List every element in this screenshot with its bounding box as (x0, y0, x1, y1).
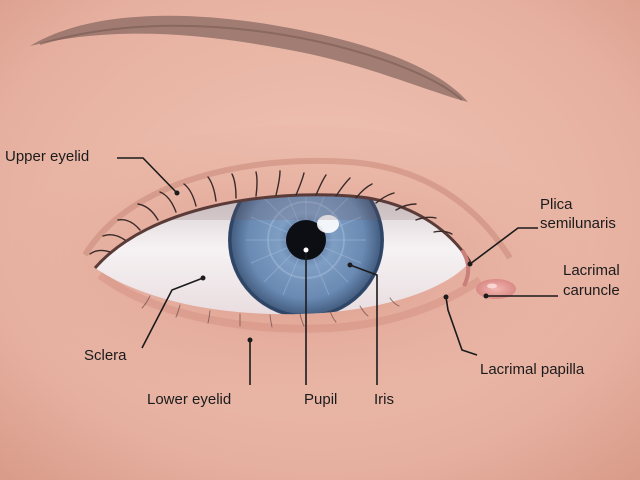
label-iris: Iris (374, 391, 394, 408)
label-sclera: Sclera (84, 347, 127, 364)
label-lower-eyelid: Lower eyelid (147, 391, 232, 408)
leader-lines (117, 157, 558, 385)
label-plica-semilunaris-line2: semilunaris (540, 215, 616, 232)
label-pupil: Pupil (304, 391, 338, 408)
label-plica-semilunaris-line1: Plica (540, 196, 573, 213)
label-upper-eyelid: Upper eyelid (5, 148, 90, 165)
label-lacrimal-caruncle-line1: Lacrimal (563, 262, 620, 279)
label-lacrimal-caruncle-line2: caruncle (563, 282, 620, 299)
label-lacrimal-papilla: Lacrimal papilla (480, 361, 585, 378)
